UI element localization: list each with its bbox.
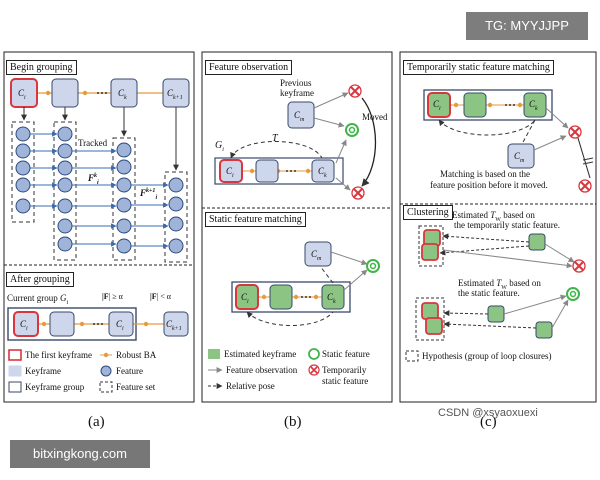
- panel-c-temp: [423, 89, 594, 193]
- node-ck-b: Ck: [318, 166, 327, 179]
- feature-set-1: [11, 121, 35, 223]
- g-i-label: Gi: [215, 140, 224, 154]
- panel-a-group-row: [7, 307, 189, 341]
- condition-1: |F| ≥ α: [102, 292, 123, 301]
- panel-b-observation: [214, 92, 377, 191]
- feature-set-3: [112, 137, 136, 261]
- legend-a-icons: [8, 349, 113, 393]
- static-feature-ring: [345, 123, 359, 137]
- site-watermark: bitxingkong.com: [10, 440, 150, 468]
- caption-a: (a): [88, 414, 105, 430]
- group-ck1: Ck+1: [166, 319, 182, 332]
- caption-c: (c): [480, 414, 497, 430]
- node-ci-label: Ci: [18, 88, 26, 101]
- panel-a-title-after: After grouping: [6, 272, 74, 287]
- legend-hypothesis: Hypothesis (group of loop closures): [422, 351, 552, 361]
- node-ck-c: Ck: [529, 99, 538, 112]
- csdn-watermark: CSDN @xsyaoxuexi: [438, 407, 538, 419]
- keyframe-label: keyframe: [280, 88, 314, 98]
- panel-b-static: [231, 241, 380, 326]
- matching-line-2: feature position before it moved.: [430, 180, 548, 190]
- f-k1-i-label: Fk+1i: [140, 188, 158, 201]
- node-cm-c: Cm: [514, 151, 525, 164]
- legend-static-feature-2: static feature: [322, 376, 369, 386]
- node-ci-static: Ci: [241, 292, 249, 305]
- telegram-banner: TG: MYYJJPP: [466, 12, 588, 40]
- tracking-arrows: [30, 131, 169, 249]
- node-ci-b: Ci: [226, 166, 234, 179]
- legend-keyframe-group: Keyframe group: [25, 382, 85, 392]
- estimated-2: Estimated TW based on: [458, 278, 541, 291]
- node-ck-static: Ck: [327, 292, 336, 305]
- legend-static-feature: Static feature: [322, 349, 370, 359]
- feature-set-4: [164, 171, 188, 263]
- legend-temporarily: Temporarily: [322, 365, 367, 375]
- keyframe: [51, 78, 79, 108]
- panel-a-title-begin: Begin grouping: [6, 60, 77, 75]
- previous-label: Previous: [280, 78, 312, 88]
- legend-first-keyframe: The first keyframe: [25, 350, 92, 360]
- t-k-i-label: T: [272, 133, 278, 144]
- moved-label: Moved: [362, 112, 388, 122]
- f-k-i-label: Fki: [88, 173, 99, 186]
- legend-robust-ba: Robust BA: [116, 350, 157, 360]
- legend-feature-observation: Feature observation: [226, 365, 298, 375]
- panel-c-cluster: [415, 225, 586, 341]
- panel-a-frame: [3, 51, 195, 403]
- estimated-1b: the temporarily static feature.: [454, 220, 560, 230]
- node-ci-c: Ci: [433, 99, 441, 112]
- current-group-label: Current group Gi: [7, 293, 69, 306]
- node-cm-static: Cm: [311, 249, 322, 262]
- legend-feature: Feature: [116, 366, 143, 376]
- legend-keyframe: Keyframe: [25, 366, 61, 376]
- legend-feature-set: Feature set: [116, 382, 156, 392]
- panel-b-title-static: Static feature matching: [205, 212, 306, 227]
- legend-b-icons: [208, 348, 320, 389]
- caption-b: (b): [284, 414, 302, 430]
- panel-c-title-cluster: Clustering: [403, 205, 453, 220]
- legend-relative-pose: Relative pose: [226, 381, 275, 391]
- tracked-label: Tracked: [78, 138, 108, 148]
- legend-c-hypothesis-icon: [405, 350, 419, 362]
- temp-static-feature-x: [348, 84, 365, 200]
- legend-estimated-keyframe: Estimated keyframe: [224, 349, 297, 359]
- estimated-2b: the static feature.: [458, 288, 520, 298]
- condition-2: |F| < α: [150, 292, 171, 301]
- group-ck: Ci: [116, 319, 124, 332]
- estimated-1: Estimated TW based on: [452, 210, 535, 223]
- node-ck-label: Ck: [118, 88, 127, 101]
- node-cm: Cm: [294, 110, 305, 123]
- panel-c-title-temp: Temporarily static feature matching: [403, 60, 554, 75]
- matching-line-1: Matching is based on the: [440, 169, 530, 179]
- group-ci: Ci: [20, 319, 28, 332]
- panel-b-title-obs: Feature observation: [205, 60, 293, 75]
- node-ck1-label: Ck+1: [167, 88, 183, 101]
